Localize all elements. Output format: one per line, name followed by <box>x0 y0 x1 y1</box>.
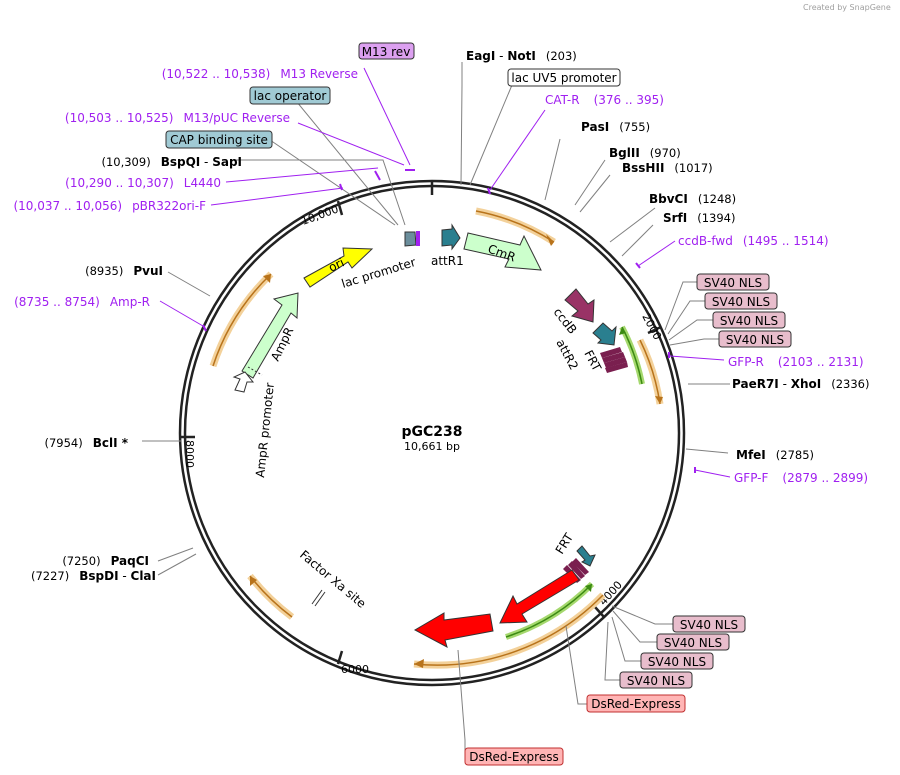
primer-l4440: (10,290 .. 10,307)L4440 <box>65 176 221 190</box>
enzyme-mfei: MfeI(2785) <box>736 448 814 462</box>
factor-xa-mark-2 <box>314 591 326 607</box>
frt-lower-label: FRT <box>553 530 577 556</box>
boxed-labels: M13 rev lac operator CAP binding site la… <box>165 42 792 766</box>
enzyme-pasi: PasI(755) <box>581 120 650 134</box>
enzyme-bglii: BglII(970) <box>609 146 681 160</box>
sv40-nls-box-5: SV40 NLS <box>680 618 738 632</box>
primer-m13-reverse: (10,522 .. 10,538)M13 Reverse <box>162 67 358 81</box>
enzyme-srfi: SrfI(1394) <box>663 211 736 225</box>
lac-promoter-arrow <box>404 231 417 247</box>
ccdb-arrow <box>564 288 595 323</box>
orf-arrowheads <box>250 234 663 668</box>
ori-label: ori <box>326 255 346 274</box>
attR1-label: attR1 <box>431 254 464 268</box>
sv40-nls-box-4: SV40 NLS <box>726 333 784 347</box>
lac-operator-box: lac operator <box>254 89 327 103</box>
sv40-nls-box-1: SV40 NLS <box>704 276 762 290</box>
enzyme-paer7i-xhoi: PaeR7I - XhoI(2336) <box>732 377 870 391</box>
plasmid-name: pGC238 <box>401 424 462 440</box>
enzyme-bsshii: BssHII(1017) <box>622 161 713 175</box>
dsred-box-1: DsRed-Express <box>591 697 680 711</box>
ampr-arrow <box>241 292 299 379</box>
primer-pbr322ori-f: (10,037 .. 10,056)pBR322ori-F <box>13 199 206 213</box>
tick-6000: 6000 <box>341 663 369 676</box>
credit-text: Created by SnapGene <box>803 3 891 12</box>
sv40-nls-box-6: SV40 NLS <box>664 636 722 650</box>
leader-lines-enzyme <box>142 62 730 576</box>
enzyme-labels: EagI - NotI(203) PasI(755) BglII(970) Bs… <box>31 49 870 583</box>
enzyme-pvui: (8935)PvuI <box>85 264 163 278</box>
primer-labels: (10,522 .. 10,538)M13 Reverse (10,503 ..… <box>13 67 868 485</box>
primer-gfp-f: GFP-F(2879 .. 2899) <box>734 471 868 485</box>
ring-ticks <box>181 181 662 665</box>
attR2-label: attR2 <box>553 337 581 372</box>
cap-binding-box: CAP binding site <box>170 133 268 147</box>
enzyme-eagi-noti: EagI - NotI(203) <box>466 49 577 63</box>
attR1-arrow <box>441 223 461 251</box>
factor-xa-label: Factor Xa site <box>297 548 369 611</box>
attR2-arrow <box>592 322 617 346</box>
primer-cat-r: CAT-R(376 .. 395) <box>545 93 664 107</box>
sv40-nls-box-3: SV40 NLS <box>720 314 778 328</box>
sv40-nls-box-8: SV40 NLS <box>627 674 685 688</box>
enzyme-bspdi-clai: (7227)BspDI - ClaI <box>31 569 156 583</box>
enzyme-bspqi-sapi: (10,309)BspQI - SapI <box>101 155 242 169</box>
enzyme-paqci: (7250)PaqCI <box>62 554 149 568</box>
tick-8000: 8000 <box>183 440 196 468</box>
ampr-dash <box>247 366 263 376</box>
ampr-promoter-arrow <box>232 371 255 393</box>
primer-m13puc-reverse: (10,503 .. 10,525)M13/pUC Reverse <box>65 111 290 125</box>
ori-arrow <box>303 247 374 288</box>
dsred-arrow-1 <box>499 569 580 624</box>
factor-xa-mark-1 <box>311 589 323 605</box>
frt-lower-arrow <box>576 545 596 567</box>
dsred-box-2: DsRed-Express <box>469 750 558 764</box>
sv40-nls-box-7: SV40 NLS <box>648 655 706 669</box>
m13-rev-box: M13 rev <box>362 45 411 59</box>
leader-lines-primer <box>159 67 731 478</box>
primer-ccdb-fwd: ccdB-fwd(1495 .. 1514) <box>678 234 829 248</box>
frt-right-label: FRT <box>581 348 604 374</box>
primer-bars <box>202 169 696 473</box>
plasmid-length: 10,661 bp <box>404 440 460 453</box>
enzyme-bbvci: BbvCI(1248) <box>649 192 736 206</box>
dsred-arrow-2 <box>413 612 494 648</box>
frt-right-marks <box>600 347 628 373</box>
ccdb-label: ccdB <box>551 305 580 337</box>
primer-gfp-r: GFP-R(2103 .. 2131) <box>728 355 864 369</box>
enzyme-bcli: (7954)BclI * <box>44 436 128 450</box>
sv40-nls-box-2: SV40 NLS <box>712 295 770 309</box>
ampr-promoter-label: AmpR promoter <box>253 382 277 478</box>
primer-amp-r: (8735 .. 8754)Amp-R <box>14 295 150 309</box>
cmr-arrow <box>463 232 542 271</box>
lac-operator-mark <box>416 231 420 246</box>
lac-uv5-box: lac UV5 promoter <box>511 71 616 85</box>
